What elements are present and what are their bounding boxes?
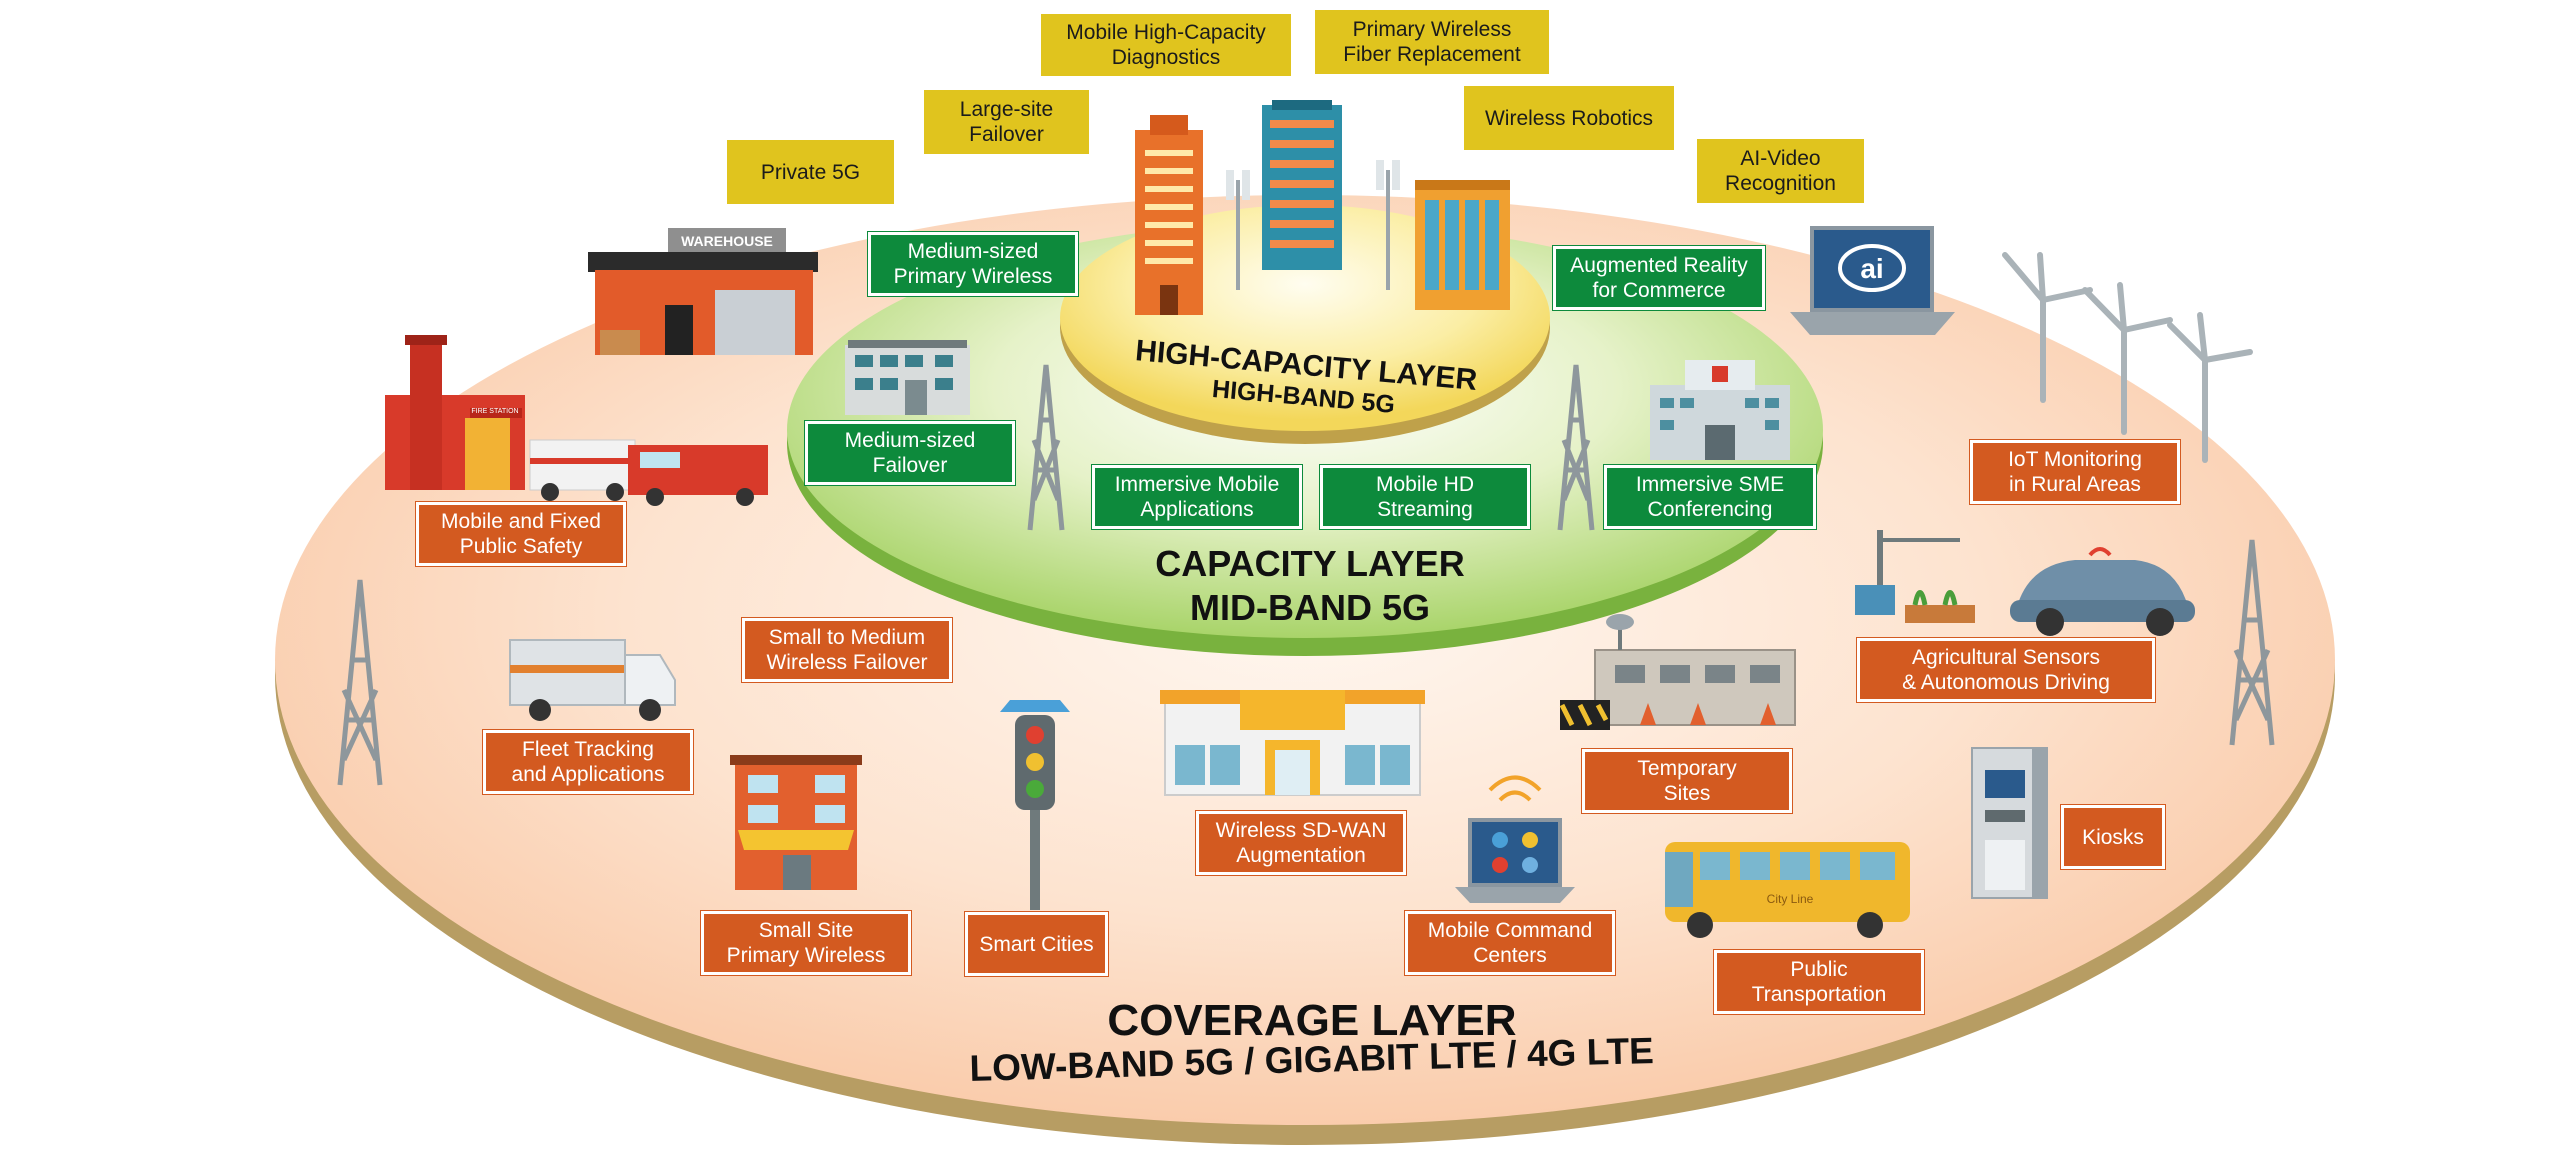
label-sdwan-augmentation: Wireless SD-WAN Augmentation	[1196, 811, 1406, 875]
fire-station-sign-text: FIRE STATION	[471, 408, 518, 415]
hospital-icon	[1650, 360, 1790, 460]
label-medium-failover: Medium-sized Failover	[805, 421, 1015, 485]
agriculture-sensor-icon	[1855, 530, 1975, 623]
capacity-layer-title: CAPACITY LAYER MID-BAND 5G	[1155, 543, 1464, 628]
label-public-transportation: Public Transportation	[1714, 950, 1924, 1014]
label-large-site-failover: Large-site Failover	[924, 90, 1089, 154]
command-laptop-icon	[1455, 775, 1575, 903]
label-agricultural-sensors: Agricultural Sensors & Autonomous Drivin…	[1857, 638, 2155, 702]
small-shop-icon	[730, 755, 862, 890]
label-private-5g: Private 5G	[727, 140, 894, 204]
bus-sign-text: City Line	[1767, 892, 1814, 906]
traffic-light-icon	[1000, 700, 1070, 910]
label-iot-rural: IoT Monitoring in Rural Areas	[1970, 440, 2180, 504]
label-mobile-hd-streaming: Mobile HD Streaming	[1320, 465, 1530, 529]
label-augmented-reality: Augmented Reality for Commerce	[1553, 246, 1765, 310]
ai-logo-text: ai	[1860, 253, 1883, 284]
label-immersive-sme: Immersive SME Conferencing	[1604, 465, 1816, 529]
delivery-truck-icon	[509, 639, 676, 721]
wind-turbine-icons	[2002, 252, 2253, 463]
capacity-layer-band: MID-BAND 5G	[1190, 587, 1430, 628]
label-medium-primary-wireless: Medium-sized Primary Wireless	[868, 232, 1078, 296]
coverage-layer-name: COVERAGE LAYER	[1107, 996, 1516, 1045]
ai-laptop-icon: ai	[1790, 226, 1955, 335]
label-ai-video: AI-Video Recognition	[1697, 139, 1864, 203]
autonomous-car-icon	[2010, 547, 2195, 636]
label-mobile-diagnostics: Mobile High-Capacity Diagnostics	[1041, 14, 1291, 76]
cell-tower-icons	[337, 364, 2275, 786]
label-kiosks: Kiosks	[2061, 805, 2165, 869]
label-wireless-robotics: Wireless Robotics	[1464, 86, 1674, 150]
label-small-site-primary: Small Site Primary Wireless	[701, 911, 911, 975]
downtown-buildings-icon	[1135, 100, 1510, 315]
label-temporary-sites: Temporary Sites	[1582, 749, 1792, 813]
label-small-medium-failover: Small to Medium Wireless Failover	[742, 618, 952, 682]
office-building-icon	[845, 340, 970, 415]
label-fleet-tracking: Fleet Tracking and Applications	[483, 730, 693, 794]
label-fiber-replacement: Primary Wireless Fiber Replacement	[1315, 10, 1549, 74]
warehouse-icon: WAREHOUSE	[588, 228, 818, 355]
label-public-safety: Mobile and Fixed Public Safety	[416, 502, 626, 566]
bus-icon: City Line	[1665, 842, 1910, 938]
atm-kiosk-icon	[1971, 747, 2048, 899]
label-immersive-mobile: Immersive Mobile Applications	[1092, 465, 1302, 529]
label-mobile-command: Mobile Command Centers	[1405, 911, 1615, 975]
trailer-icon	[1559, 614, 1796, 730]
storefront-icon	[1160, 690, 1425, 796]
fire-station-icon: FIRE STATION	[385, 335, 768, 506]
warehouse-sign-text: WAREHOUSE	[681, 233, 773, 249]
label-smart-cities: Smart Cities	[965, 912, 1108, 976]
capacity-layer-name: CAPACITY LAYER	[1155, 543, 1464, 584]
